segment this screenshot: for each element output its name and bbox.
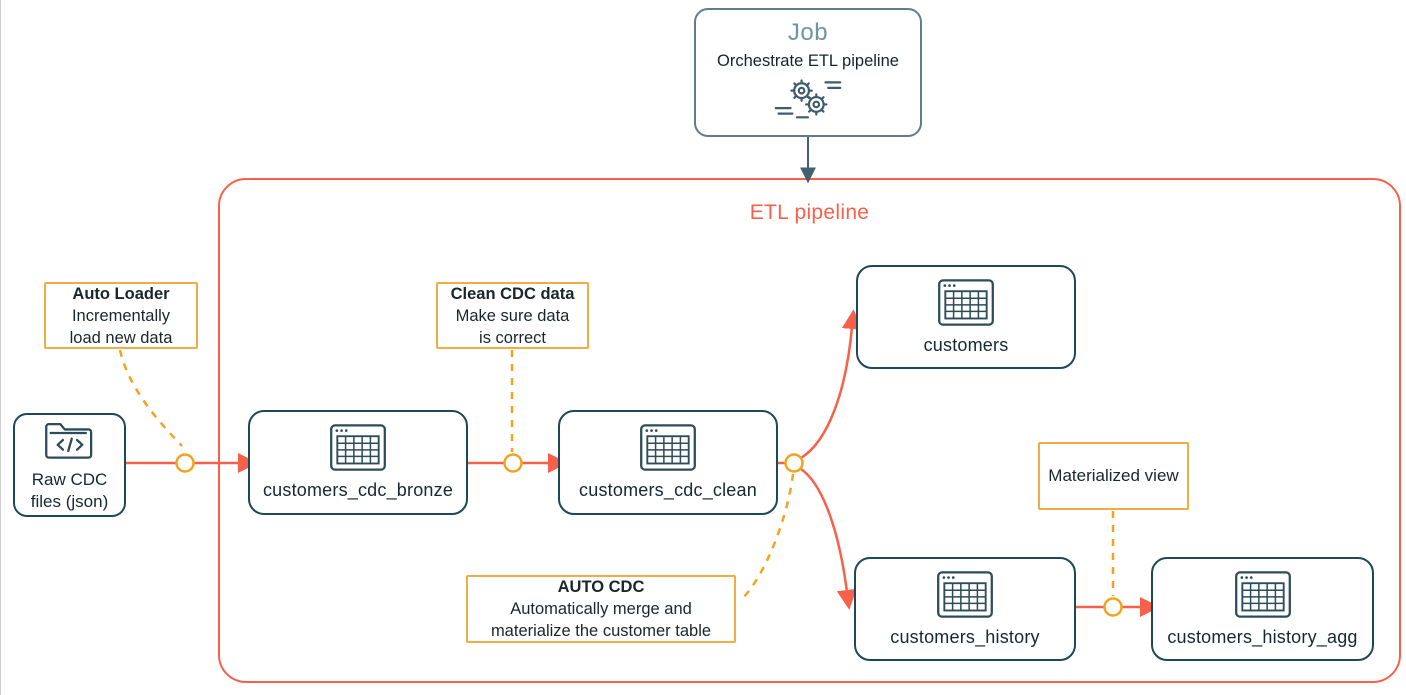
annotation-title: AUTO CDC [557, 578, 645, 596]
lead-auto-loader [118, 349, 183, 447]
node-label: Raw CDC files (json) [31, 469, 108, 513]
node-label-line1: Raw CDC [31, 469, 108, 489]
node-customers-history-agg[interactable]: customers_history_agg [1151, 557, 1374, 661]
node-label: customers_history [890, 626, 1040, 647]
node-label: customers_history_agg [1167, 626, 1358, 647]
annotation-line: materialize the customer table [490, 622, 712, 640]
annotation-line: Materialized view [1048, 466, 1179, 485]
annotation-line: load new data [69, 328, 173, 347]
node-customers-cdc-clean[interactable]: customers_cdc_clean [558, 410, 778, 515]
job-subtitle: Orchestrate ETL pipeline [717, 52, 899, 70]
node-customers-history[interactable]: customers_history [854, 557, 1076, 661]
annotation-title: Auto Loader [72, 284, 170, 303]
annotation-line: is correct [479, 328, 546, 347]
node-label: customers_cdc_bronze [262, 480, 454, 500]
table-icon [330, 424, 386, 471]
annotation-auto-loader: Auto Loader Incrementally load new data [44, 282, 198, 349]
job-title: Job [787, 19, 829, 46]
table-icon [938, 278, 994, 326]
etl-pipeline-title: ETL pipeline [749, 201, 870, 224]
node-label-line2: files (json) [30, 491, 109, 511]
annotation-materialized-view: Materialized view [1038, 442, 1189, 510]
junction-circle-auto-loader [175, 453, 195, 473]
annotation-line: Automatically merge and [510, 600, 692, 618]
table-icon [640, 424, 696, 471]
node-raw-cdc-files[interactable]: Raw CDC files (json) [13, 413, 126, 517]
node-customers-cdc-bronze[interactable]: customers_cdc_bronze [248, 410, 468, 515]
node-customers[interactable]: customers [856, 265, 1076, 369]
table-icon [1234, 570, 1291, 618]
table-icon [937, 570, 993, 618]
node-label: customers [923, 334, 1009, 355]
gears-automation-icon [774, 79, 842, 119]
annotation-auto-cdc: AUTO CDC Automatically merge and materia… [466, 575, 736, 643]
code-folder-icon [44, 422, 92, 459]
annotation-title: Clean CDC data [450, 284, 575, 303]
job-node[interactable]: Job Orchestrate ETL pipeline [694, 8, 922, 137]
annotation-line: Incrementally [71, 306, 171, 325]
annotation-line: Make sure data [455, 306, 570, 325]
annotation-clean-cdc-data: Clean CDC data Make sure data is correct [436, 282, 589, 349]
node-label: customers_cdc_clean [579, 480, 757, 500]
